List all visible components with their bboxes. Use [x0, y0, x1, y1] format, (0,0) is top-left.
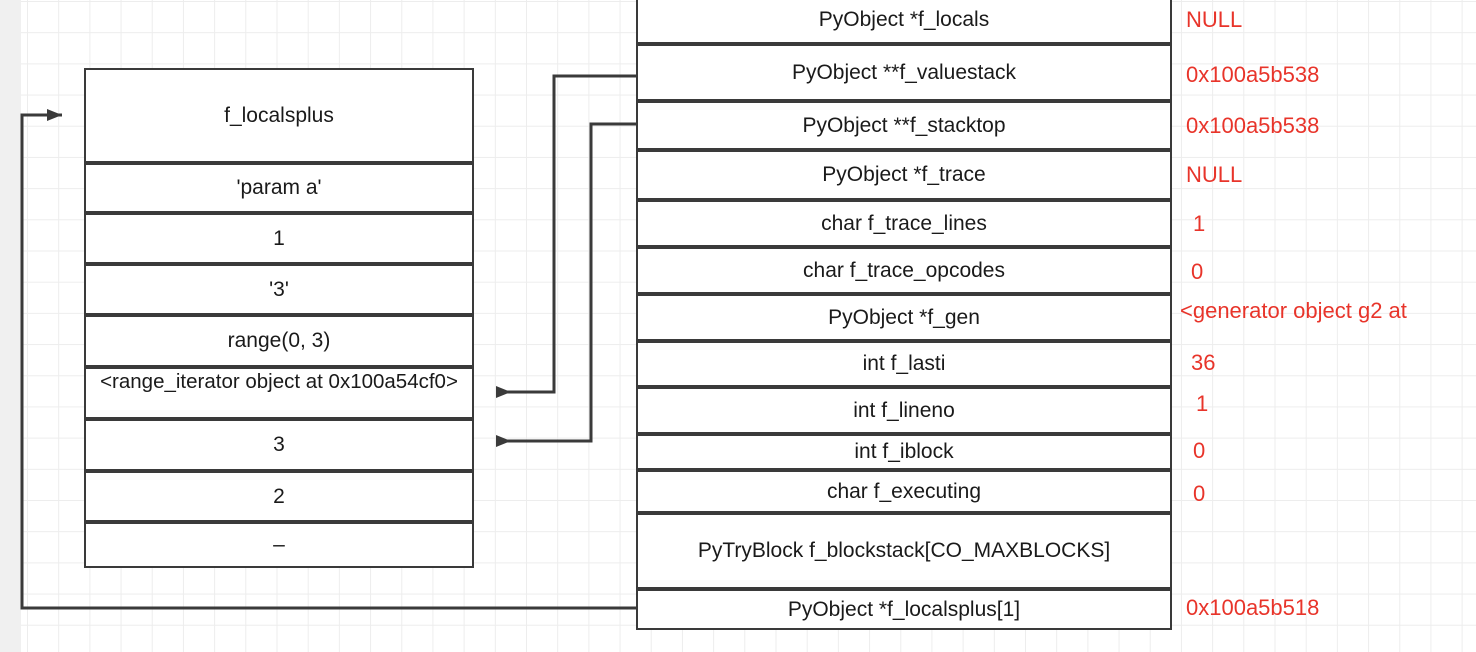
slot-label: 2 — [273, 484, 285, 508]
slot-label: 1 — [273, 226, 285, 250]
field-name: int f_iblock — [854, 440, 954, 464]
field-name: char f_executing — [826, 479, 982, 503]
field-row-f_lasti: int f_lasti — [636, 341, 1172, 387]
field-name: PyObject *f_gen — [828, 305, 980, 329]
field-row-f_iblock: int f_iblock — [636, 434, 1172, 470]
field-row-f_lineno: int f_lineno — [636, 387, 1172, 434]
slot-label: – — [273, 533, 285, 557]
field-name: PyObject *f_locals — [818, 8, 990, 32]
field-row-f_executing: char f_executing — [636, 470, 1172, 513]
field-row-f_blockstack: PyTryBlock f_blockstack[CO_MAXBLOCKS] — [636, 513, 1172, 589]
localsplus-slot-5: 3 — [84, 419, 474, 471]
value-f_localsplus_array: 0x100a5b518 — [1186, 595, 1320, 620]
field-row-f_trace_lines: char f_trace_lines — [636, 200, 1172, 247]
localsplus-slot-3: range(0, 3) — [84, 315, 474, 367]
field-name: PyObject *f_localsplus[1] — [787, 597, 1021, 621]
localsplus-slot-2: '3' — [84, 264, 474, 315]
value-f_trace_opcodes: 0 — [1191, 259, 1204, 284]
localsplus-header-label: f_localsplus — [224, 103, 334, 127]
field-row-f_gen: PyObject *f_gen — [636, 294, 1172, 341]
field-row-f_stacktop: PyObject **f_stacktop — [636, 101, 1172, 150]
value-f_lineno: 1 — [1196, 391, 1209, 416]
value-f_iblock: 0 — [1193, 438, 1206, 463]
localsplus-slot-4: <range_iterator object at 0x100a54cf0> — [84, 367, 474, 419]
localsplus-slot-0: 'param a' — [84, 163, 474, 213]
value-f_valuestack: 0x100a5b538 — [1186, 62, 1320, 87]
slot-label: range(0, 3) — [227, 329, 331, 353]
value-f_lasti: 36 — [1191, 350, 1216, 375]
localsplus-slot-7: – — [84, 522, 474, 568]
slot-label: 'param a' — [236, 176, 322, 200]
field-name: int f_lineno — [853, 398, 955, 422]
localsplus-slot-1: 1 — [84, 213, 474, 264]
field-row-f_localsplus_array: PyObject *f_localsplus[1] — [636, 589, 1172, 630]
left-gutter-strip — [0, 0, 21, 652]
slot-label: 3 — [273, 433, 285, 457]
field-row-f_trace: PyObject *f_trace — [636, 150, 1172, 200]
field-name: char f_trace_opcodes — [803, 258, 1005, 282]
field-name: char f_trace_lines — [821, 211, 987, 235]
localsplus-header: f_localsplus — [84, 68, 474, 163]
value-f_trace: NULL — [1186, 162, 1243, 187]
value-f_stacktop: 0x100a5b538 — [1186, 113, 1320, 138]
field-row-f_trace_opcodes: char f_trace_opcodes — [636, 247, 1172, 294]
localsplus-slot-6: 2 — [84, 471, 474, 522]
value-f_gen: <generator object g2 at — [1180, 298, 1407, 323]
field-name: PyTryBlock f_blockstack[CO_MAXBLOCKS] — [697, 539, 1111, 563]
field-name: PyObject *f_trace — [822, 163, 986, 187]
field-row-f_locals: PyObject *f_locals — [636, 0, 1172, 44]
value-f_locals: NULL — [1186, 7, 1243, 32]
value-f_trace_lines: 1 — [1193, 211, 1206, 236]
slot-label: '3' — [269, 277, 289, 301]
field-name: PyObject **f_valuestack — [791, 60, 1017, 84]
value-f_executing: 0 — [1193, 481, 1206, 506]
field-name: int f_lasti — [862, 352, 946, 376]
field-row-f_valuestack: PyObject **f_valuestack — [636, 44, 1172, 101]
field-name: PyObject **f_stacktop — [802, 113, 1006, 137]
slot-label: <range_iterator object at 0x100a54cf0> — [100, 370, 458, 393]
